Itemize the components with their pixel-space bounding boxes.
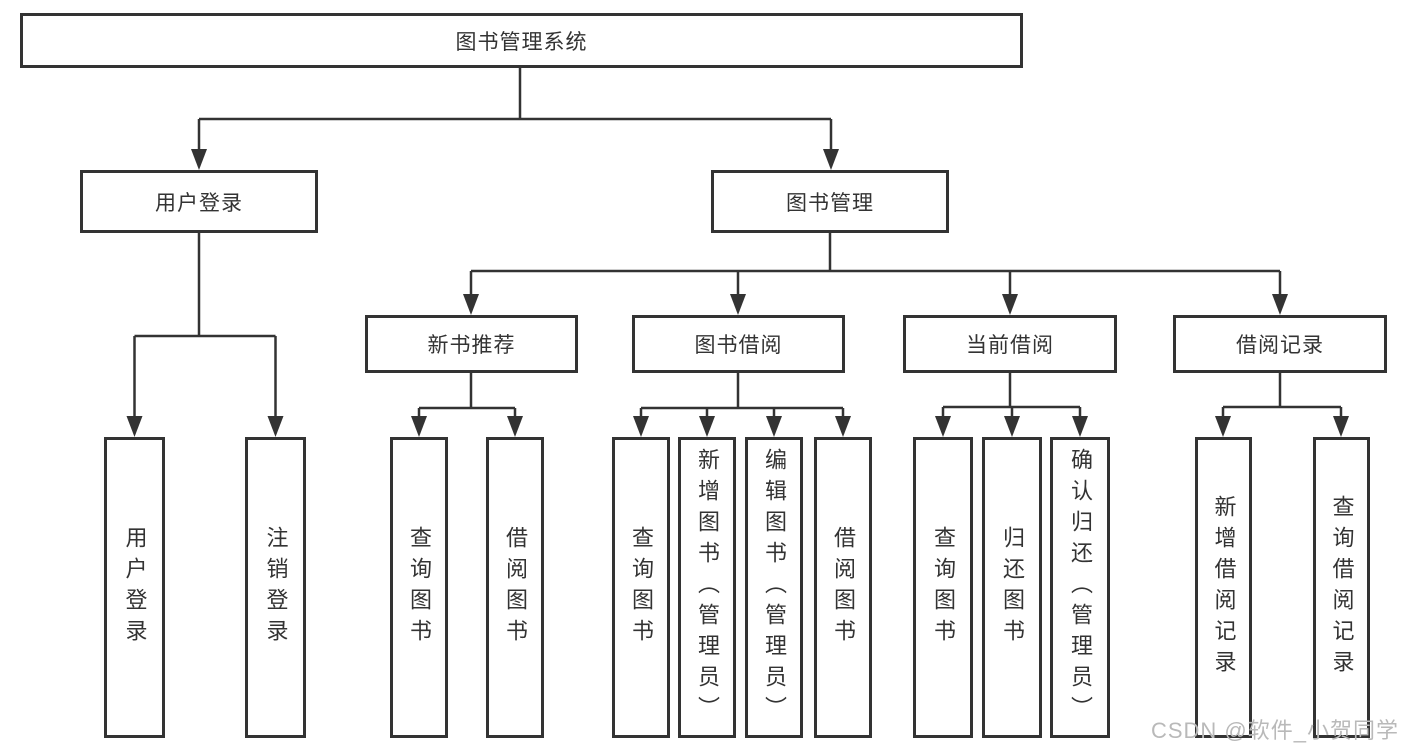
leaf-query-book-borrow: 查询图书 [612, 437, 670, 738]
leaf-logout: 注销登录 [245, 437, 306, 738]
node-book-borrow: 图书借阅 [632, 315, 845, 373]
leaf-query-book-current: 查询图书 [913, 437, 973, 738]
node-library-system: 图书管理系统 [20, 13, 1023, 68]
leaf-borrow-book: 借阅图书 [814, 437, 872, 738]
leaf-return-book: 归还图书 [982, 437, 1042, 738]
leaf-confirm-return-admin: 确认归还（管理员） [1050, 437, 1110, 738]
node-book-management: 图书管理 [711, 170, 949, 233]
leaf-user-login: 用户登录 [104, 437, 165, 738]
leaf-query-borrow-record: 查询借阅记录 [1313, 437, 1370, 738]
node-borrow-records: 借阅记录 [1173, 315, 1387, 373]
watermark: CSDN @软件_小贺同学 [1150, 718, 1399, 743]
leaf-add-book-admin: 新增图书（管理员） [678, 437, 736, 738]
node-new-book-recommend: 新书推荐 [365, 315, 578, 373]
leaf-borrow-book-recommend: 借阅图书 [486, 437, 544, 738]
node-user-login: 用户登录 [80, 170, 318, 233]
leaf-edit-book-admin: 编辑图书（管理员） [745, 437, 803, 738]
node-current-borrow: 当前借阅 [903, 315, 1117, 373]
leaf-query-book-recommend: 查询图书 [390, 437, 448, 738]
leaf-add-borrow-record: 新增借阅记录 [1195, 437, 1252, 738]
